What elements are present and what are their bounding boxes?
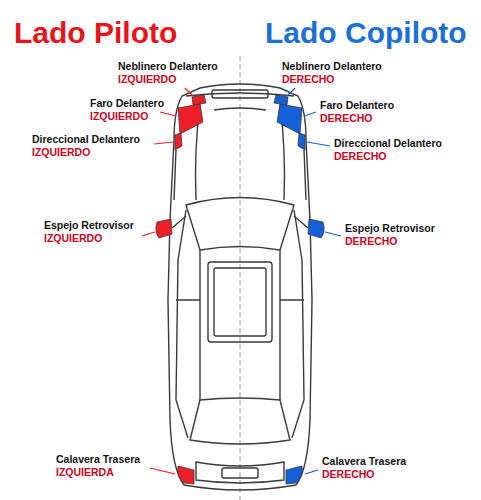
side-title: Lado Copiloto [265, 16, 467, 51]
part-name: Espejo Retrovisor [44, 219, 134, 231]
side-title: Lado Piloto [14, 16, 177, 51]
pilot-side-lights [156, 95, 206, 484]
pilot-leader-lines [142, 88, 193, 474]
part-name: Neblinero Delantero [118, 60, 218, 72]
part-name: Espejo Retrovisor [345, 222, 435, 234]
side-name: DERECHO [334, 150, 387, 162]
side-name: DERECHO [322, 468, 375, 480]
copilot-side-lights [274, 95, 324, 484]
side-name: IZQUIERDO [90, 110, 148, 122]
part-name: Direccional Delantero [32, 133, 140, 145]
part-name: Faro Delantero [320, 99, 394, 111]
part-name: Neblinero Delantero [282, 60, 382, 72]
car-body [168, 84, 312, 490]
side-name: IZQUIERDO [118, 73, 176, 85]
part-name: Direccional Delantero [334, 137, 442, 149]
part-name: Calavera Trasera [322, 455, 406, 467]
part-name: Calavera Trasera [56, 453, 140, 465]
side-name: IZQUIERDO [44, 232, 102, 244]
part-name: Faro Delantero [90, 97, 164, 109]
copilot-leader-lines [287, 88, 341, 474]
side-name: DERECHO [282, 73, 335, 85]
side-name: IZQUIERDA [56, 466, 114, 478]
side-name: IZQUIERDO [32, 146, 90, 158]
center-line [240, 56, 241, 500]
side-name: DERECHO [320, 112, 373, 124]
side-name: DERECHO [345, 235, 398, 247]
